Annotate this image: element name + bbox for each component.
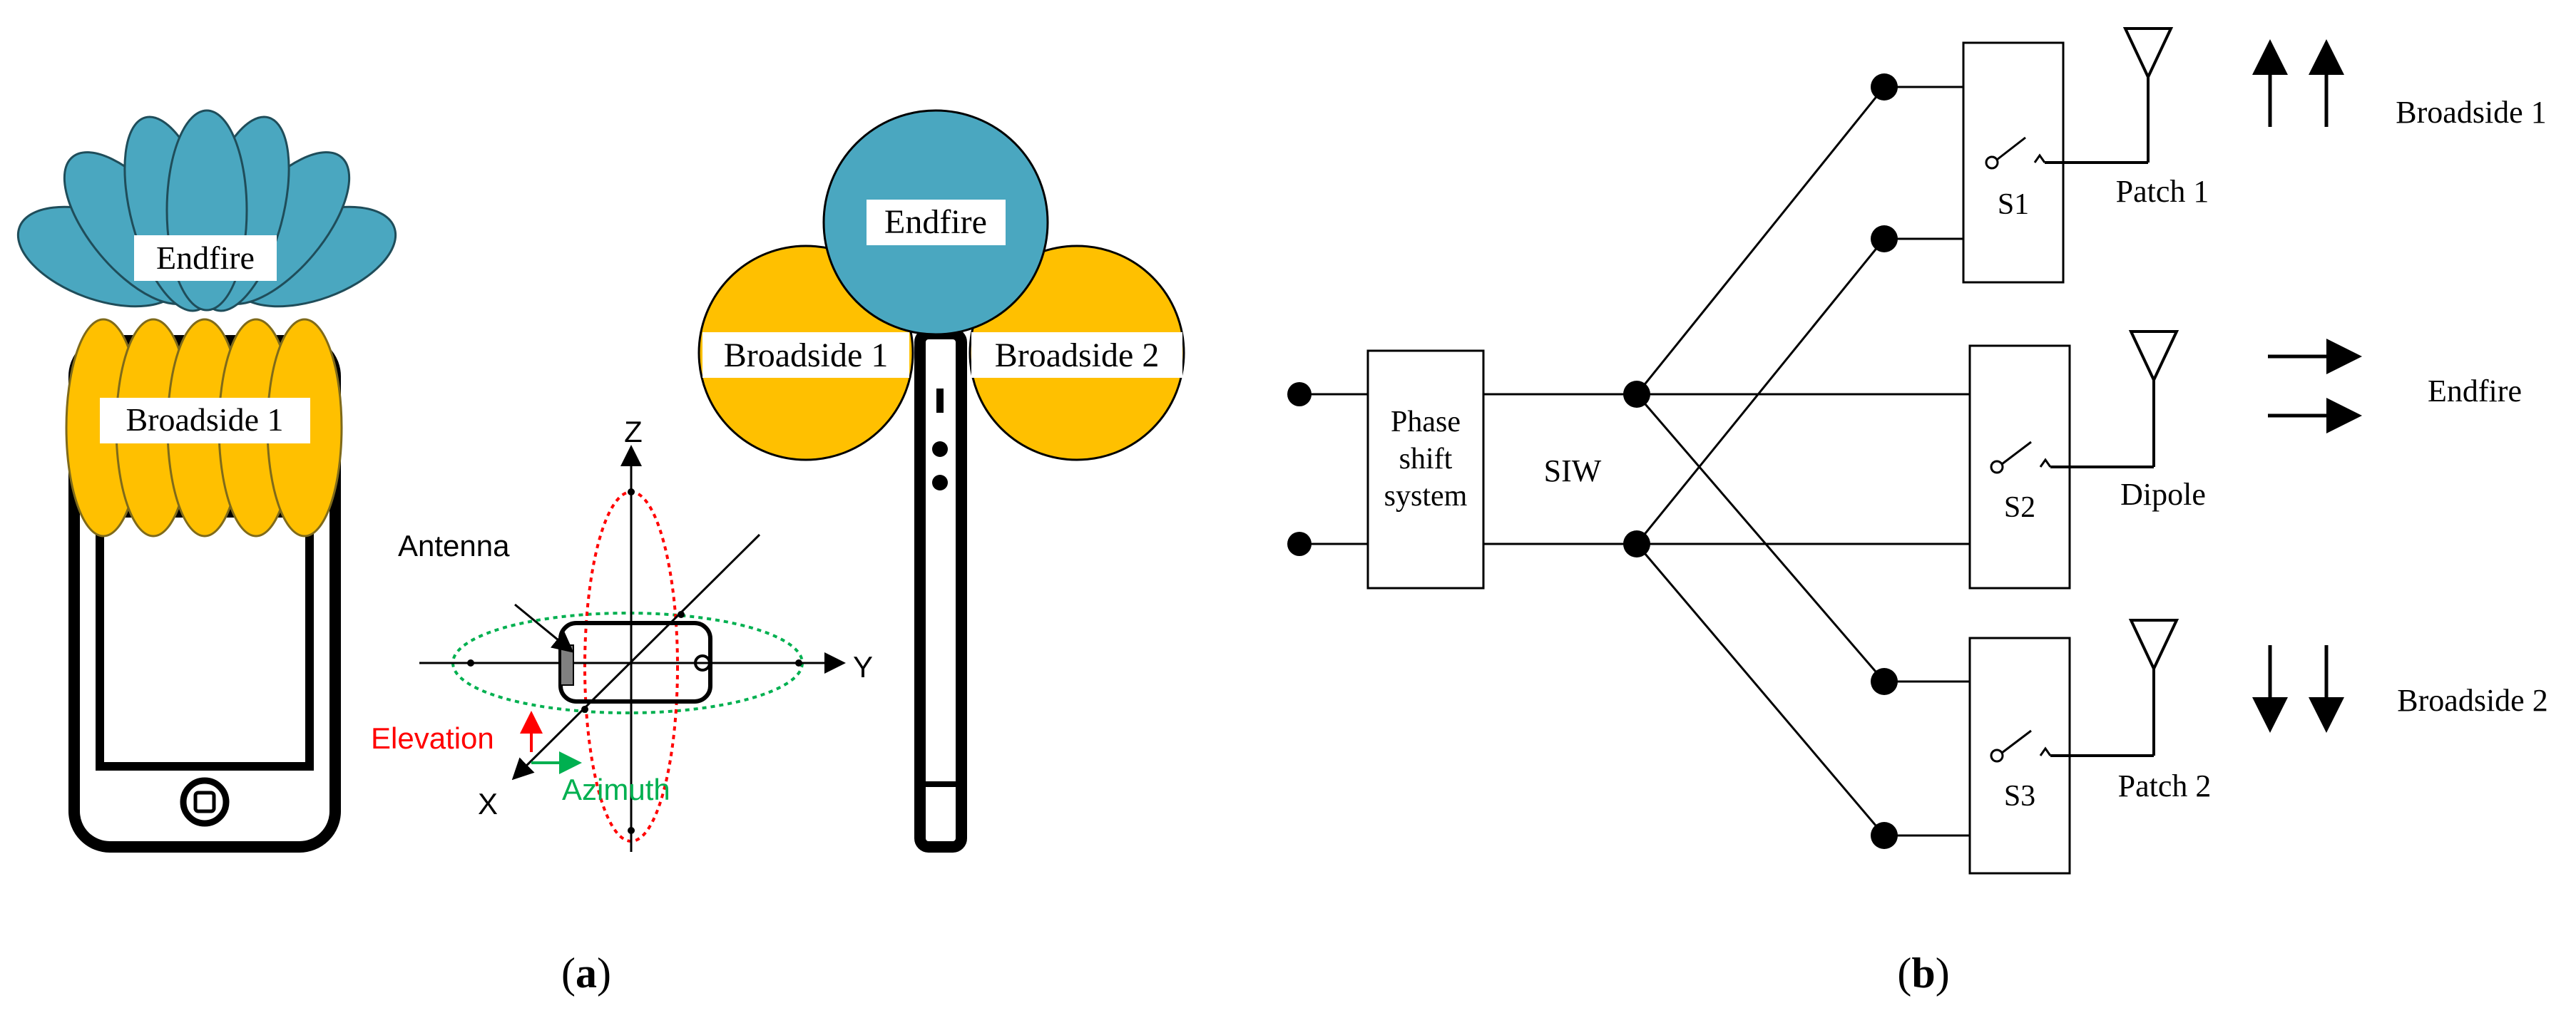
axis-phone-button <box>694 654 711 672</box>
switch-s2-contact <box>2039 458 2052 468</box>
phase-block-line2: shift <box>1399 443 1453 475</box>
switch-s1-pivot <box>1985 155 1999 170</box>
phase-block-line1: Phase <box>1391 406 1461 438</box>
z-axis-label: Z <box>624 415 643 448</box>
switch-s2-blade <box>2001 441 2032 466</box>
pattern-node-1 <box>467 659 474 667</box>
antenna-pointer <box>514 603 574 653</box>
switch-s1: S1 Patch 1 Broadside 1 <box>1962 27 2547 284</box>
port-node-4 <box>1871 822 1898 849</box>
caption-a: (a) <box>561 950 611 997</box>
panel-a: Endfire Broadside 1 Z Y X <box>16 109 1185 997</box>
phase-block-line3: system <box>1384 480 1468 513</box>
elevation-label: Elevation <box>371 721 494 755</box>
front-broadside-label-box <box>100 398 310 443</box>
x-axis-label: X <box>478 787 498 821</box>
phone-front-screen <box>96 509 314 771</box>
phase-shift-block <box>1366 349 1485 590</box>
antenna1-icon <box>2122 27 2174 81</box>
switch-s3: S3 Patch 2 Broadside 2 <box>1968 619 2548 875</box>
feed-network <box>1635 86 1970 837</box>
feed-line-1 <box>1635 86 1886 395</box>
feed-line-4 <box>1635 543 1886 836</box>
switch-s1-blade <box>1996 136 2026 161</box>
pattern-node-6 <box>678 611 685 618</box>
caption-b: (b) <box>1897 950 1949 997</box>
phone-side: Endfire Broadside 1 Broadside 2 <box>697 109 1185 853</box>
feed-line-3 <box>1635 394 1886 682</box>
home-button <box>180 777 230 827</box>
side-endfire-label-box <box>867 200 1006 245</box>
switch-s3-contact <box>2039 746 2052 756</box>
beam2-label: Endfire <box>2428 374 2522 408</box>
axes-diagram: Z Y X Antenna Elevation Azimuth <box>371 415 873 852</box>
pattern-node-3 <box>628 488 635 495</box>
panel-b: Phase shift system SIW <box>1287 27 2548 997</box>
switch-s3-pivot <box>1990 749 2004 763</box>
antenna2-icon <box>2128 330 2179 384</box>
pattern-node-5 <box>581 706 588 713</box>
side-dot-1 <box>932 441 948 457</box>
switch-s1-label: S1 <box>1998 188 2029 221</box>
x-axis <box>511 533 761 781</box>
feed-line-2 <box>1635 238 1886 545</box>
switch-s1-contact <box>2033 153 2046 163</box>
antenna3-icon <box>2128 619 2179 672</box>
front-endfire-lobes <box>16 109 397 312</box>
y-axis-label: Y <box>853 650 873 684</box>
caption-b-letter: b <box>1911 950 1935 997</box>
side-dot-2 <box>932 475 948 490</box>
side-broadside1-label: Broadside 1 <box>724 336 889 374</box>
pattern-node-2 <box>795 659 802 667</box>
port-node-3 <box>1871 668 1898 695</box>
front-endfire-label: Endfire <box>156 240 255 276</box>
side-broadside2-label: Broadside 2 <box>995 336 1160 374</box>
switch-s3-label: S3 <box>2004 780 2035 813</box>
beam1-label: Broadside 1 <box>2396 95 2546 130</box>
pattern-node-4 <box>628 827 635 834</box>
side-endfire-label: Endfire <box>884 203 987 241</box>
siw-label: SIW <box>1544 453 1602 488</box>
antenna2-label: Dipole <box>2120 477 2206 512</box>
switch-s3-blade <box>2001 729 2032 754</box>
azimuth-label: Azimuth <box>562 773 670 806</box>
switch-s2-pivot <box>1990 460 2004 474</box>
caption-a-letter: a <box>576 950 597 997</box>
antenna3-label: Patch 2 <box>2118 768 2212 803</box>
front-endfire-label-box <box>134 235 277 281</box>
home-button-inner <box>193 791 216 813</box>
beam3-label: Broadside 2 <box>2397 683 2547 718</box>
switch-s2-label: S2 <box>2004 491 2035 524</box>
antenna1-label: Patch 1 <box>2116 174 2209 209</box>
front-broadside-label: Broadside 1 <box>126 401 283 438</box>
port-node-2 <box>1871 225 1898 252</box>
side-broadside1-label-box <box>702 332 909 378</box>
antenna-element <box>560 644 574 686</box>
side-broadside2-label-box <box>971 332 1182 378</box>
port-node-1 <box>1871 73 1898 101</box>
phone-front: Endfire Broadside 1 <box>16 109 397 853</box>
side-button <box>936 389 944 413</box>
switch-s2: S2 Dipole Endfire <box>1968 330 2522 590</box>
antenna-label: Antenna <box>398 529 510 562</box>
